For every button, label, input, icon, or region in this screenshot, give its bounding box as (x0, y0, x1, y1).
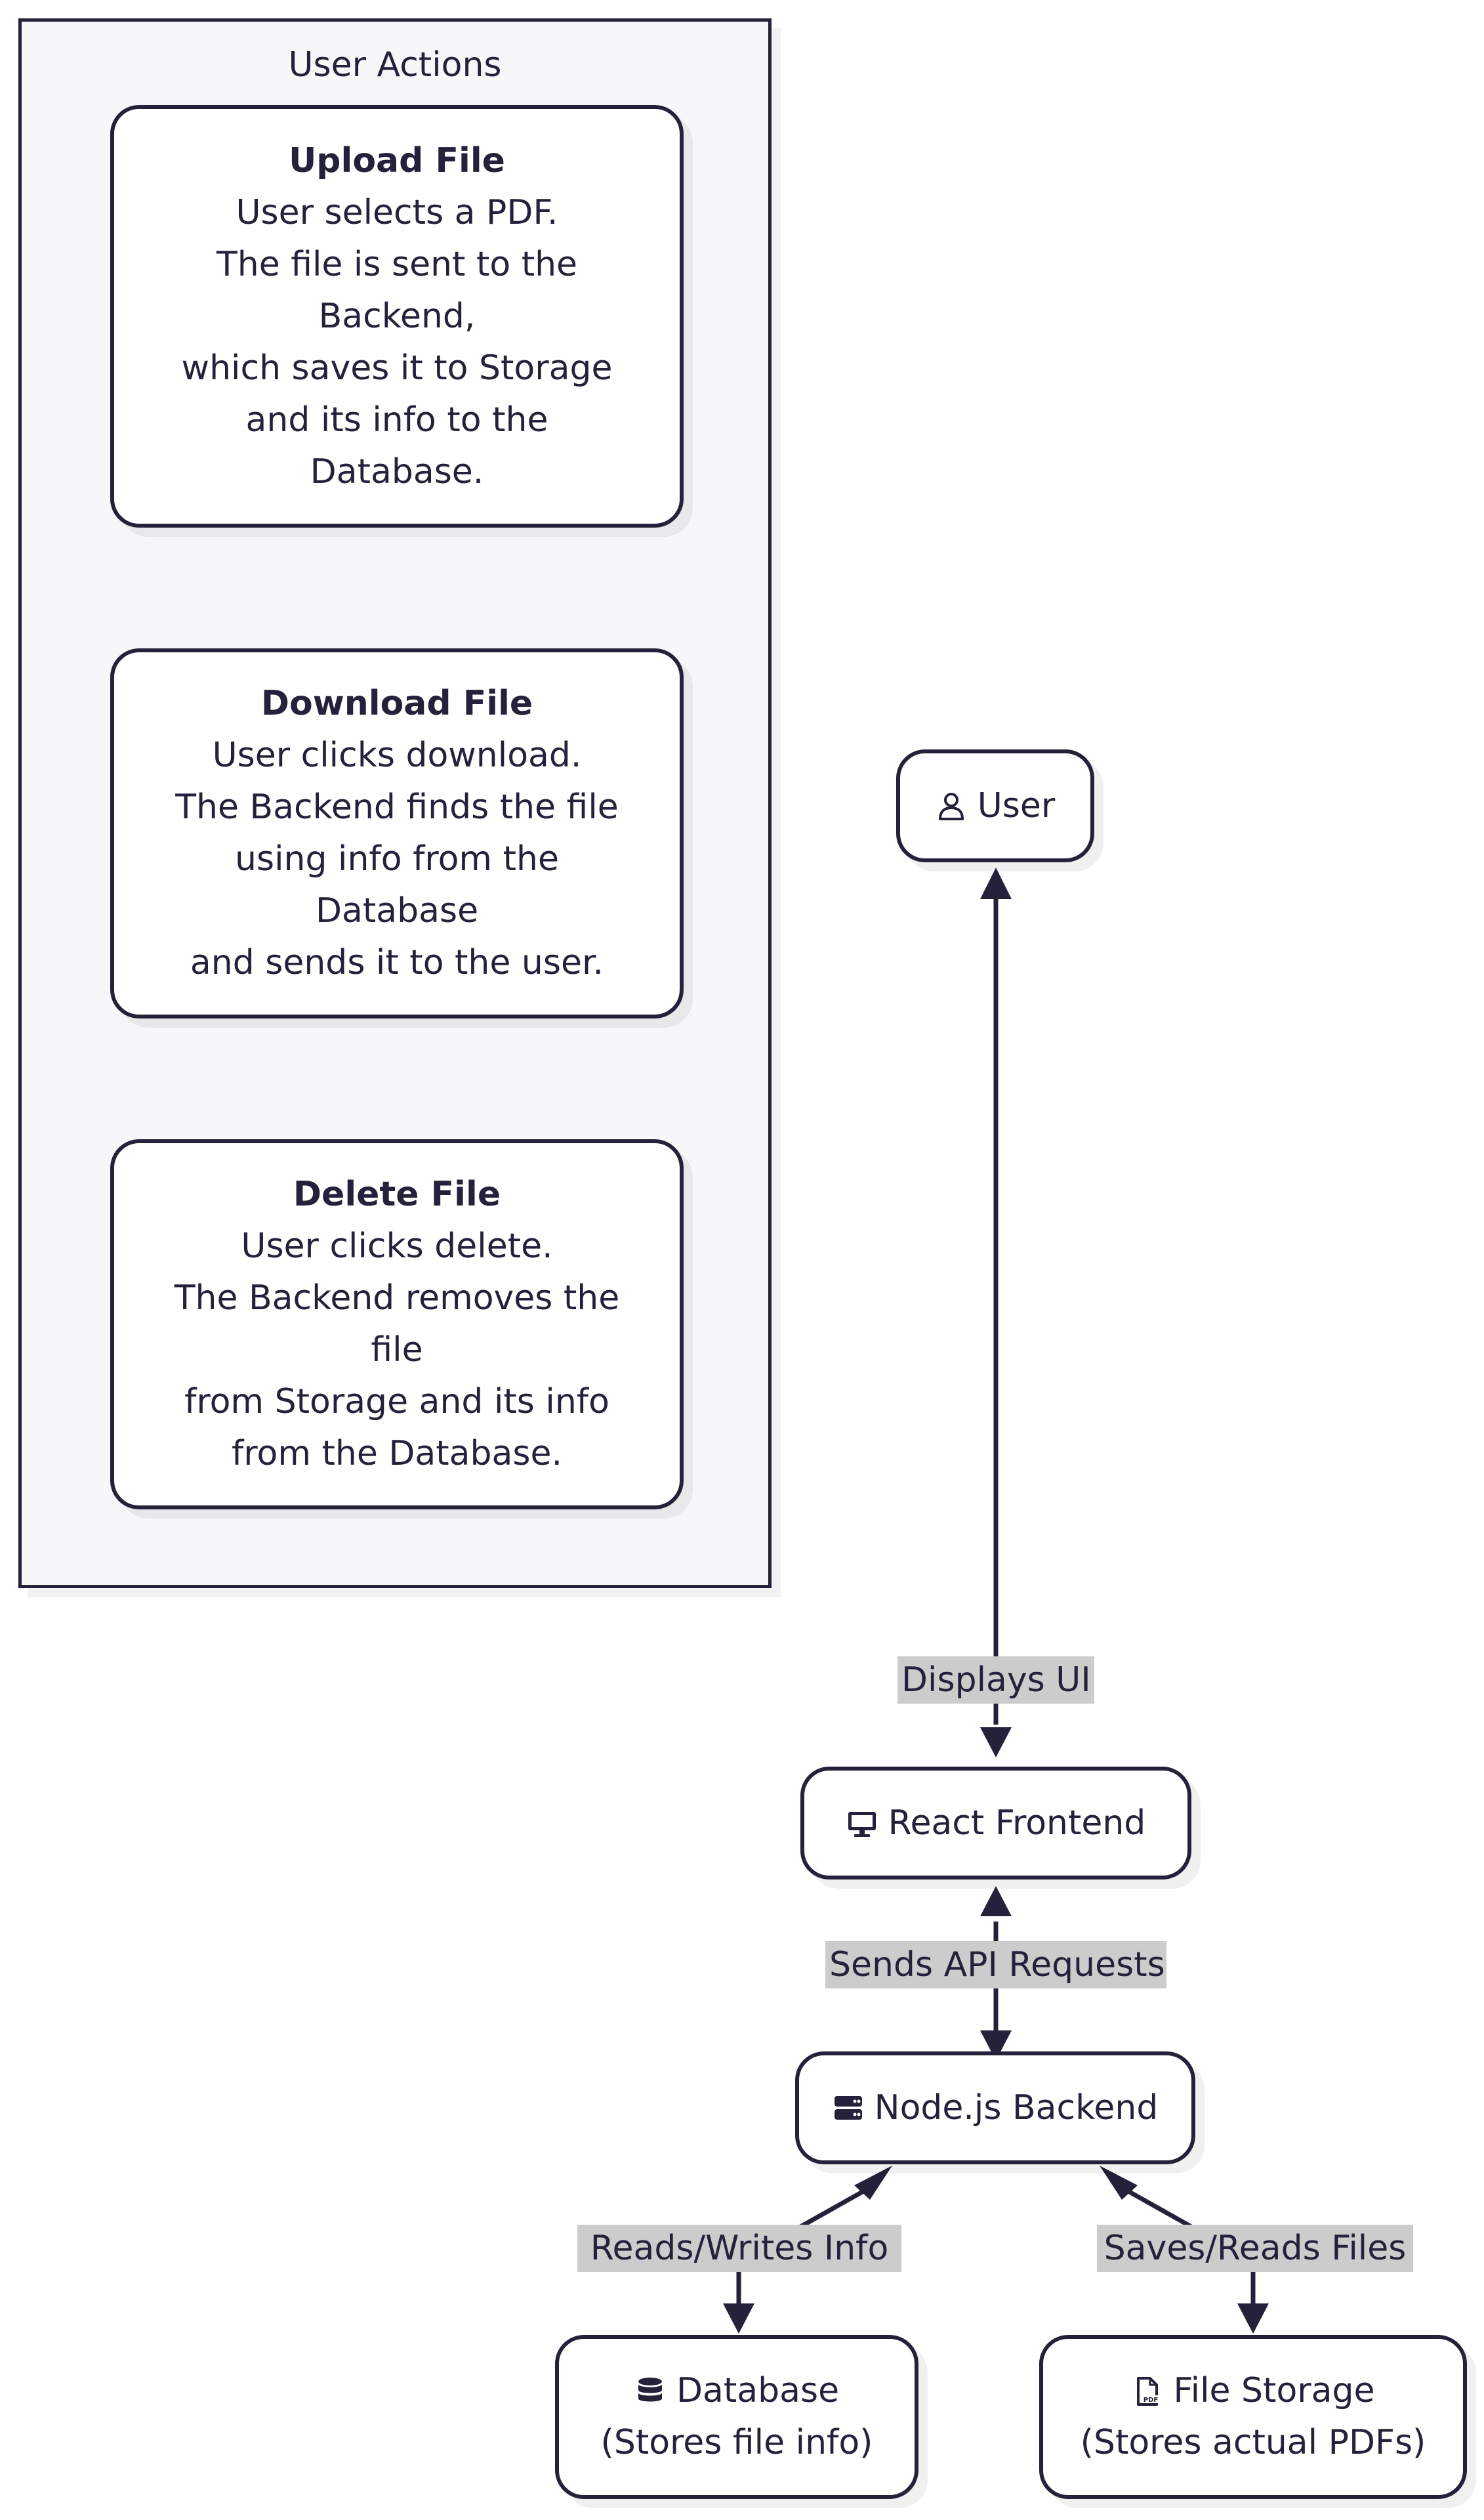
react-frontend-label: React Frontend (888, 1803, 1146, 1843)
react-frontend-node[interactable]: React Frontend (800, 1767, 1191, 1880)
arrowhead-backend-right (1100, 2166, 1138, 2200)
file-storage-node[interactable]: PDF File Storage (Stores actual PDFs) (1039, 2335, 1467, 2499)
delete-file-title: Delete File (293, 1175, 501, 1214)
delete-file-line: from Storage and its info (184, 1382, 609, 1421)
upload-file-title: Upload File (289, 140, 505, 180)
arrowhead-to-frontend-up (980, 1886, 1012, 1916)
svg-text:PDF: PDF (1143, 2397, 1157, 2404)
download-file-title: Download File (260, 684, 533, 723)
cluster-title: User Actions (288, 45, 502, 85)
edge-label-displays-ui: Displays UI (897, 1656, 1094, 1704)
edge-label-reads-writes: Reads/Writes Info (577, 2225, 901, 2272)
user-icon (936, 790, 967, 822)
database-sublabel: (Stores file info) (600, 2423, 873, 2462)
upload-file-node[interactable]: Upload File User selects a PDF. The file… (110, 105, 684, 528)
arrowhead-to-backend (980, 2030, 1012, 2061)
database-node[interactable]: Database (Stores file info) (555, 2335, 918, 2499)
arrowhead-to-frontend (980, 1727, 1012, 1757)
upload-file-line: which saves it to Storage (181, 348, 613, 388)
delete-file-line: User clicks delete. (241, 1227, 553, 1266)
upload-file-line: Backend, (318, 296, 476, 336)
nodejs-backend-label: Node.js Backend (874, 2088, 1159, 2128)
delete-file-line: The Backend removes the (174, 1278, 620, 1318)
delete-file-line: file (371, 1330, 423, 1370)
arrowhead-to-user (980, 868, 1012, 899)
nodejs-backend-node[interactable]: Node.js Backend (795, 2051, 1195, 2164)
upload-file-line: The file is sent to the (216, 244, 578, 284)
download-file-line: Database (315, 891, 479, 931)
file-storage-sublabel: (Stores actual PDFs) (1080, 2423, 1426, 2462)
file-pdf-icon: PDF (1132, 2376, 1163, 2407)
download-file-line: using info from the (235, 839, 559, 879)
upload-file-line: Database. (310, 452, 484, 492)
database-label: Database (676, 2371, 840, 2410)
edge-label-saves-reads: Saves/Reads Files (1097, 2225, 1413, 2272)
upload-file-line: User selects a PDF. (236, 192, 558, 232)
desktop-icon (846, 1807, 878, 1839)
user-label: User (977, 786, 1056, 826)
arrowhead-to-storage (1237, 2303, 1269, 2334)
download-file-line: User clicks download. (212, 736, 582, 775)
arrowhead-to-database (723, 2303, 754, 2334)
delete-file-line: from the Database. (231, 1434, 563, 1473)
edge-label-sends-api: Sends API Requests (825, 1941, 1166, 1988)
file-storage-label: File Storage (1173, 2371, 1375, 2410)
user-node[interactable]: User (896, 749, 1094, 862)
download-file-line: The Backend finds the file (175, 788, 619, 827)
server-icon (833, 2092, 864, 2124)
arrowhead-backend-left (854, 2166, 892, 2200)
delete-file-node[interactable]: Delete File User clicks delete. The Back… (110, 1139, 684, 1509)
download-file-node[interactable]: Download File User clicks download. The … (110, 648, 684, 1018)
download-file-line: and sends it to the user. (190, 943, 604, 982)
upload-file-line: and its info to the (245, 400, 548, 440)
database-icon (634, 2376, 666, 2407)
